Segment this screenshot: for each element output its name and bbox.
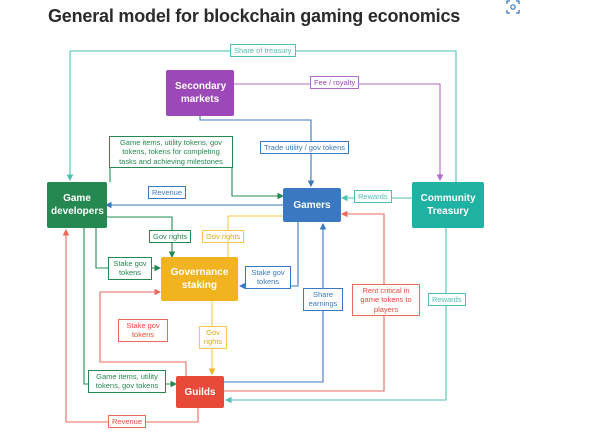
label-trade-tokens: Trade utility / gov tokens — [260, 141, 350, 155]
label-gov-rights-green: Gov rights — [149, 230, 192, 244]
screenshot-scan-icon[interactable] — [506, 0, 520, 14]
connector-gov-rights-green — [106, 216, 176, 259]
label-rewards-guilds: Rewards — [428, 293, 466, 307]
label-stake-gov-tokens-red: Stake gov tokens — [118, 319, 168, 342]
label-revenue-bottom: Revenue — [108, 415, 147, 429]
label-game-items-guilds: Game items, utility tokens, gov tokens — [88, 370, 166, 393]
diagram-title: General model for blockchain gaming econ… — [48, 6, 461, 26]
label-rewards-gamers: Rewards — [354, 190, 392, 204]
label-share-earnings: Share earnings — [303, 288, 343, 311]
label-stake-gov-tokens-green: Stake gov tokens — [108, 257, 152, 280]
label-fee-royalty: Fee / royalty — [310, 76, 360, 90]
label-gov-rights-gold-top: Gov rights — [202, 230, 245, 244]
label-gov-rights-gold-bottom: Gov rights — [199, 326, 227, 349]
label-stake-gov-tokens-blue: Stake gov tokens — [245, 266, 291, 289]
label-revenue-top: Revenue — [148, 186, 187, 200]
node-game-developers[interactable]: Game developers — [47, 182, 107, 228]
label-rent-critical: Rent critical in game tokens to players — [352, 284, 420, 317]
connector-rewards-guilds — [224, 228, 447, 404]
connector-game-items-guilds — [83, 228, 178, 388]
connector-stake-red — [99, 288, 187, 376]
connector-share-earnings — [224, 222, 327, 383]
node-secondary-markets[interactable]: Secondary markets — [166, 70, 234, 116]
node-community-treasury[interactable]: Community Treasury — [412, 182, 484, 228]
label-game-items-developers: Game items, utility tokens, gov tokens, … — [109, 136, 233, 169]
connector-fee-royalty — [234, 83, 444, 182]
node-gamers[interactable]: Gamers — [283, 188, 341, 222]
node-guilds[interactable]: Guilds — [176, 376, 224, 408]
label-share-of-treasury: Share of treasury — [230, 44, 296, 58]
node-governance-staking[interactable]: Governance staking — [161, 257, 238, 301]
